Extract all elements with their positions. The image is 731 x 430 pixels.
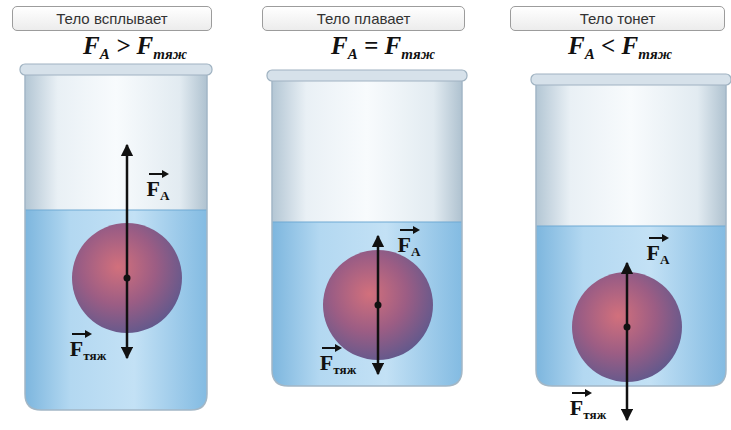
beaker-rim — [531, 74, 731, 85]
beaker — [20, 64, 212, 410]
gravity-force-vector — [626, 327, 629, 420]
force-label: FA — [647, 234, 670, 266]
box-label: Тело всплывает — [56, 10, 167, 27]
force-relation: FA > Fтяж — [83, 32, 187, 60]
gravity-force-vector — [377, 305, 380, 374]
beaker-rim — [267, 70, 467, 81]
force-relation: FA < Fтяж — [568, 32, 672, 60]
state-box: Тело тонет — [510, 6, 725, 31]
water — [536, 226, 726, 386]
gravity-force-vector — [126, 278, 129, 358]
box-label: Тело тонет — [580, 10, 656, 27]
force-label: Fтяж — [320, 344, 356, 376]
beaker-rim — [20, 64, 212, 75]
force-label: Fтяж — [70, 330, 106, 362]
water — [25, 210, 207, 410]
force-relation: FA = Fтяж — [331, 32, 435, 60]
box-label: Тело плавает — [317, 10, 411, 27]
beaker — [531, 74, 731, 420]
state-box: Тело всплывает — [12, 6, 212, 31]
force-label: FA — [147, 170, 170, 202]
buoyant-force-vector — [626, 263, 629, 327]
beaker — [267, 70, 467, 386]
buoyant-force-vector — [377, 236, 380, 305]
force-label: Fтяж — [570, 389, 606, 421]
state-box: Тело плавает — [262, 6, 465, 31]
buoyant-force-vector — [126, 145, 129, 278]
force-label: FA — [398, 226, 421, 258]
water — [272, 222, 462, 386]
